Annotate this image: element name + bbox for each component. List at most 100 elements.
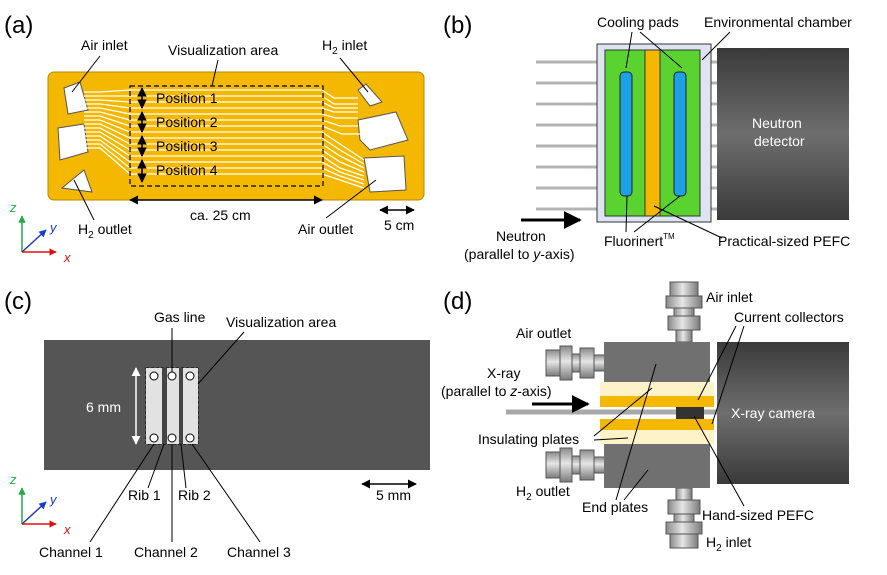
left-mid-port xyxy=(57,123,89,161)
scale-6mm-label: 6 mm xyxy=(86,399,121,415)
xray-camera xyxy=(717,342,849,484)
fluorinert-right xyxy=(673,71,687,197)
end-plate-bottom xyxy=(604,444,710,488)
current-collectors-label: Current collectors xyxy=(734,309,844,325)
h2-outlet-leader xyxy=(73,179,95,221)
air-outlet-leader xyxy=(325,179,377,219)
axis-x-label-c: x xyxy=(63,522,71,537)
visualization-area-box xyxy=(129,85,324,187)
insulating-plate-bottom xyxy=(600,430,714,444)
neutron-label-line1: Neutron xyxy=(496,228,546,244)
neutron-detector-line1: Neutron xyxy=(752,115,802,131)
insulating-plate-top xyxy=(600,382,714,396)
neutron-label-line2: (parallel to y-axis) xyxy=(464,246,575,262)
channel-strip xyxy=(145,367,199,445)
panel-a: (a) xyxy=(4,12,425,265)
scale-5cm-label: 5 cm xyxy=(384,217,414,233)
channel-1-label: Channel 1 xyxy=(39,544,103,560)
rib-2-label: Rib 2 xyxy=(178,487,211,503)
axis-z-label: z xyxy=(9,200,17,215)
channel-3-label: Channel 3 xyxy=(227,544,291,560)
axis-y-label-c: y xyxy=(49,492,58,507)
scale-25cm-label: ca. 25 cm xyxy=(190,207,251,223)
xray-label-line1: X-ray xyxy=(487,365,520,381)
insulating-plates-leader-top xyxy=(593,387,653,437)
panel-b: (b) Neutron detector Cooling pads Enviro… xyxy=(443,12,852,262)
cooling-pads-leader-left xyxy=(625,31,633,69)
hand-pefc-label: Hand-sized PEFC xyxy=(702,507,814,523)
upper-right-port xyxy=(357,111,409,151)
rib-1-leader xyxy=(147,443,165,489)
panel-d-tag: (d) xyxy=(443,288,472,315)
axes-a: z y x xyxy=(9,200,71,265)
h2-inlet-fitting xyxy=(665,487,703,549)
xray-label-line2: (parallel to z-axis) xyxy=(441,383,552,399)
environmental-chamber-label: Environmental chamber xyxy=(704,14,852,30)
current-collectors-leader-bottom xyxy=(711,325,745,425)
air-outlet-fitting xyxy=(545,345,607,381)
h2-outlet-d-label: H2 outlet xyxy=(516,483,570,503)
h2-outlet-label: H2 outlet xyxy=(78,221,132,241)
scale-5mm-label: 5 mm xyxy=(376,487,411,503)
position-4-label: Position 4 xyxy=(156,162,218,178)
channel-3-leader xyxy=(191,443,261,543)
end-plates-leader-bottom xyxy=(623,469,649,501)
axis-z-label-c: z xyxy=(9,472,17,487)
fluorinert-leader-right xyxy=(633,195,681,233)
h2-outlet-fitting xyxy=(545,447,607,483)
axes-c: z y x xyxy=(9,472,71,537)
visualization-area-c-label: Visualization area xyxy=(226,314,336,330)
visualization-area-c-leader xyxy=(197,331,245,385)
position-1-label: Position 1 xyxy=(156,90,218,106)
channel-1-leader xyxy=(89,443,155,543)
current-collector-bottom xyxy=(600,419,714,430)
air-inlet-leader xyxy=(71,55,101,93)
air-inlet-fitting xyxy=(665,281,703,343)
fluorinert-left xyxy=(619,71,633,197)
neutron-detector-line2: detector xyxy=(754,133,805,149)
air-outlet-port xyxy=(363,155,407,193)
air-inlet-port xyxy=(63,81,89,115)
rib-1-label: Rib 1 xyxy=(128,487,161,503)
environmental-chamber-leader xyxy=(701,31,731,61)
panel-b-tag: (b) xyxy=(443,12,472,39)
pefc-layer xyxy=(644,49,661,217)
panel-c-tag: (c) xyxy=(4,288,32,315)
insulating-plates-leader-bottom xyxy=(593,437,629,441)
hand-pefc-leader xyxy=(693,415,745,507)
hand-cell-plate xyxy=(44,340,430,470)
practical-pefc-leader xyxy=(653,205,723,239)
h2-inlet-d-label: H2 inlet xyxy=(706,534,751,554)
panel-d: (d) X-ray camera xyxy=(441,281,849,554)
h2-outlet-port xyxy=(60,169,93,193)
axis-y-label: y xyxy=(49,220,58,235)
rib-2-leader xyxy=(180,443,187,489)
position-3-label: Position 3 xyxy=(156,138,218,154)
end-plates-label: End plates xyxy=(582,499,648,515)
air-inlet-label: Air inlet xyxy=(81,37,128,53)
cooling-pads-label: Cooling pads xyxy=(597,14,679,30)
end-plate-top xyxy=(604,342,710,382)
h2-inlet-leader xyxy=(339,57,369,93)
neutron-detector xyxy=(717,48,849,220)
h2-inlet-label: H2 inlet xyxy=(322,37,367,57)
current-collector-top xyxy=(600,396,714,407)
axis-x-label: x xyxy=(63,250,71,265)
air-inlet-d-label: Air inlet xyxy=(706,289,753,305)
cooling-pads-leader-right xyxy=(639,31,683,69)
flow-channels xyxy=(84,89,365,189)
visualization-area-leader xyxy=(211,59,219,87)
channel-2-label: Channel 2 xyxy=(134,544,198,560)
position-2-label: Position 2 xyxy=(156,114,218,130)
panel-a-tag: (a) xyxy=(4,12,33,39)
visualization-area-label: Visualization area xyxy=(168,42,278,58)
air-outlet-d-label: Air outlet xyxy=(516,325,571,341)
fluorinert-leader-left xyxy=(625,195,628,233)
insulating-plates-label: Insulating plates xyxy=(478,431,579,447)
xray-camera-label: X-ray camera xyxy=(731,405,815,421)
gas-line-label: Gas line xyxy=(154,309,206,325)
panel-c: (c) 6 mm 5 mm Gas line Visualization are… xyxy=(4,288,430,560)
air-outlet-label: Air outlet xyxy=(298,221,353,237)
fluorinert-label: FluorinertTM xyxy=(604,232,675,249)
